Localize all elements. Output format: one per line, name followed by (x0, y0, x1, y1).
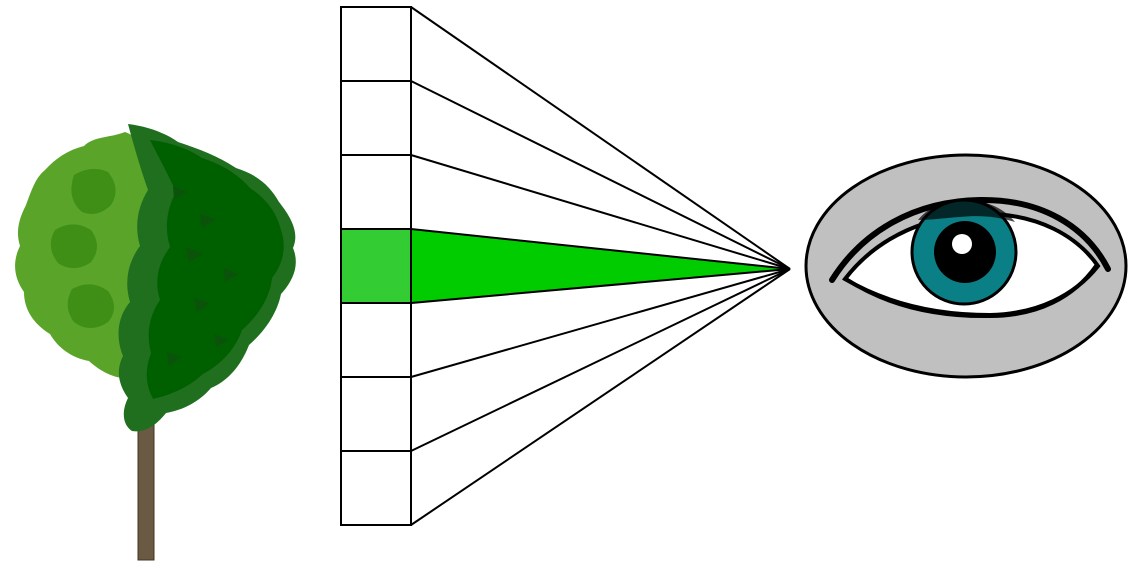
projection-ray (410, 268, 791, 526)
grid-cell-7 (340, 450, 412, 526)
grid-cell-5 (340, 302, 412, 378)
highlighted-ray-wedge (410, 227, 791, 305)
grid-cell-6 (340, 376, 412, 452)
eye-highlight (952, 234, 972, 254)
tree-illustration (15, 124, 296, 561)
upper-eyelid-line (829, 196, 1111, 283)
eye-illustration (804, 153, 1128, 379)
grid-cell-1 (340, 6, 412, 82)
projection-ray (410, 6, 791, 270)
grid-cell-4-highlighted (340, 228, 412, 304)
projection-ray (410, 268, 791, 378)
grid-cell-2 (340, 80, 412, 156)
picture-plane-grid (340, 6, 412, 526)
projection-ray (410, 154, 791, 270)
projection-ray (410, 80, 791, 270)
grid-cell-3 (340, 154, 412, 230)
tree-foliage-highlight (50, 168, 116, 328)
projection-rays (410, 6, 791, 526)
iris-shadow (918, 199, 1015, 222)
lower-eyelid-line (844, 264, 1098, 319)
projection-ray (410, 268, 791, 452)
tree-foliage-dark (146, 140, 284, 399)
tree-foliage-texture (167, 186, 238, 366)
